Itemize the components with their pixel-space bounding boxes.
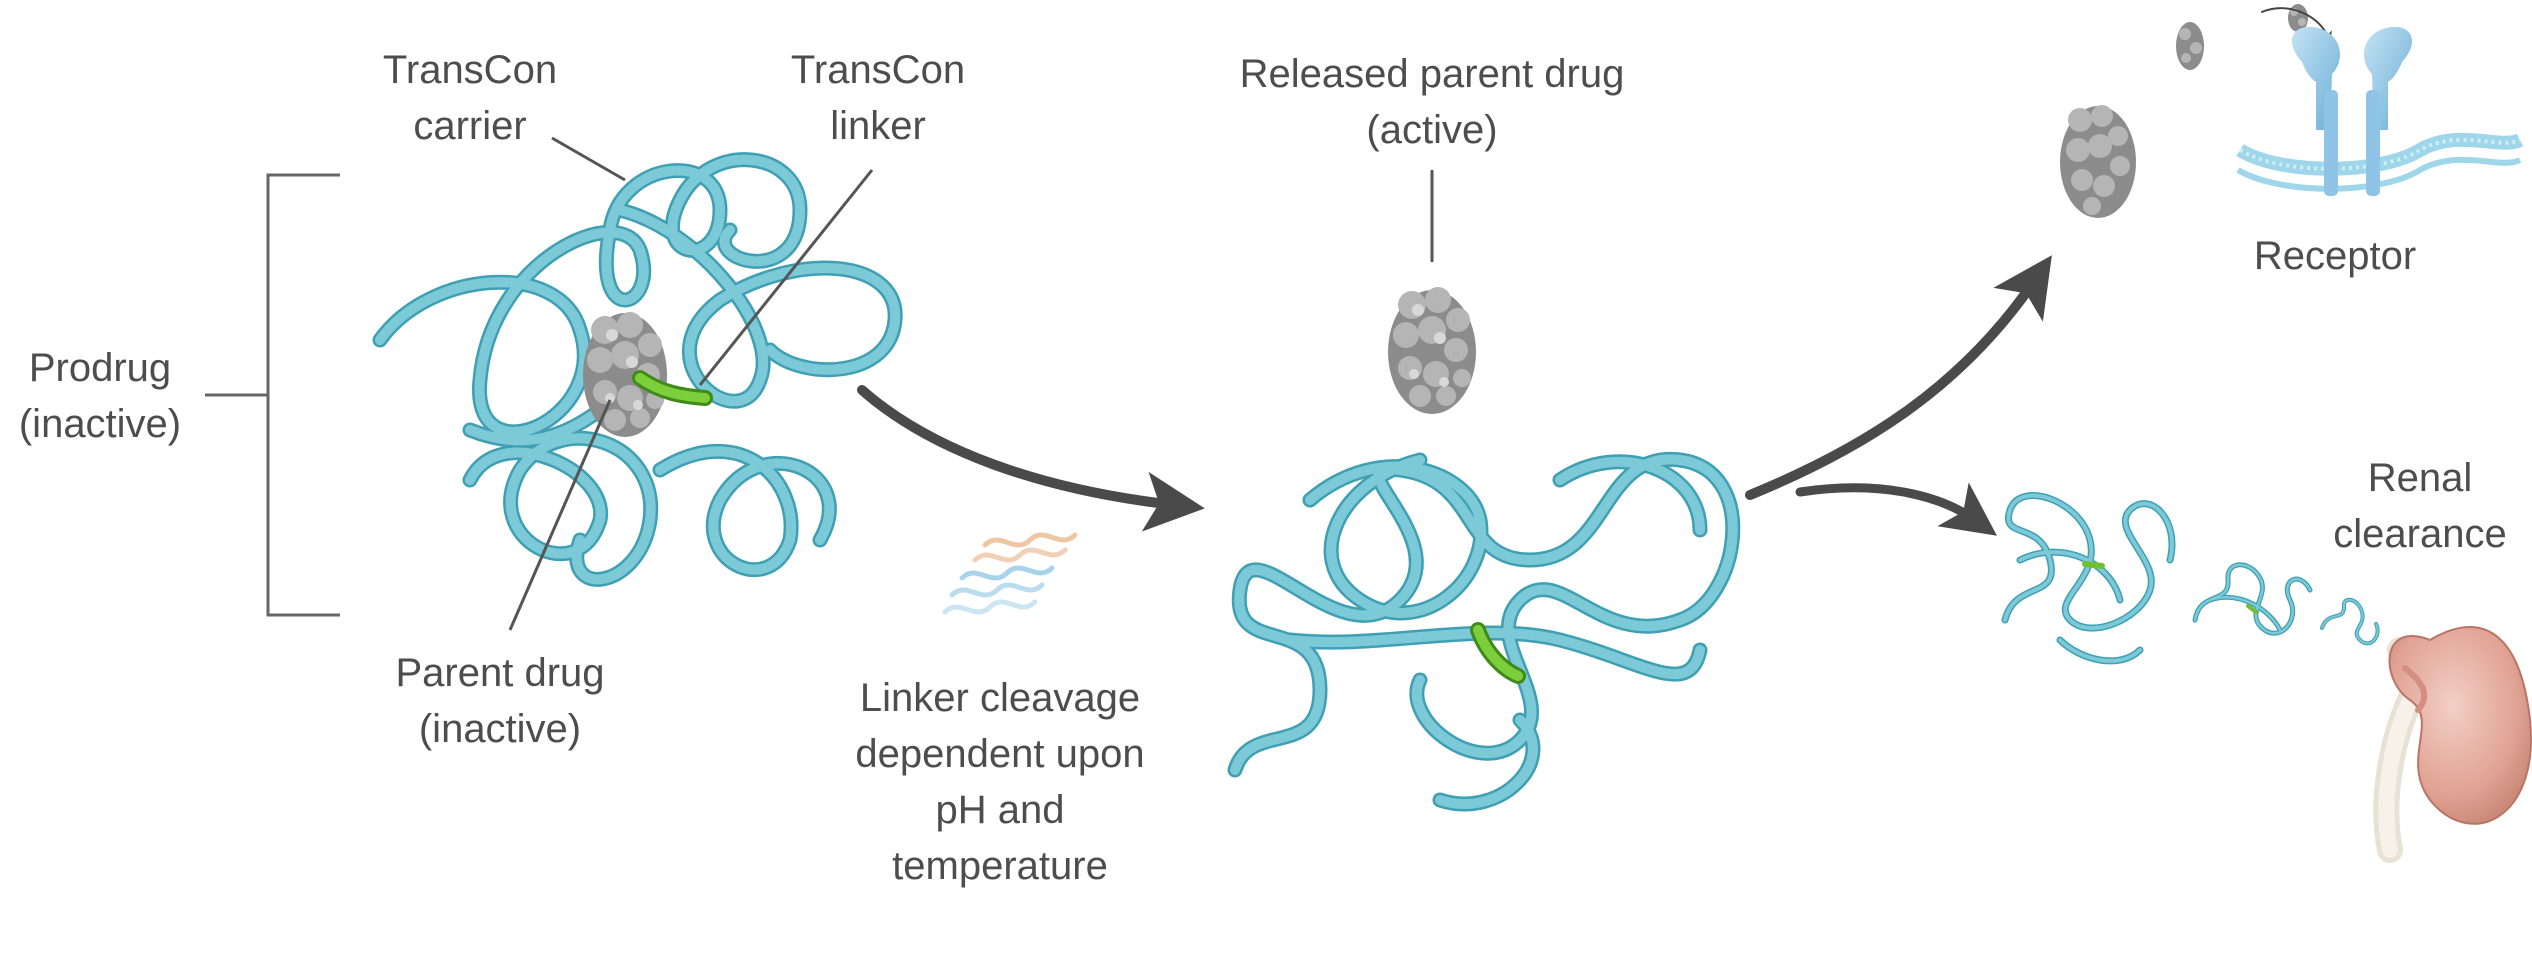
label-linker-cleavage: Linker cleavage dependent upon pH and te… [855, 676, 1145, 888]
released-parent-drug-molecule [1388, 287, 1476, 414]
released-linker [1470, 622, 1526, 684]
wave-icon [942, 532, 1078, 615]
prodrug-parent-drug-molecule [583, 312, 667, 437]
clearance-fragment-small [2320, 597, 2380, 646]
label-prodrug: Prodrug (inactive) [18, 346, 182, 446]
prodrug-bracket [205, 173, 340, 617]
label-renal-clearance: Renal clearance [2333, 456, 2507, 556]
kidney-icon [2373, 626, 2532, 863]
active-drug-molecule-large [2060, 105, 2136, 218]
label-receptor: Receptor [2253, 234, 2417, 278]
label-transcon-carrier: TransCon carrier [382, 48, 558, 148]
receptor-arrow [1745, 255, 2052, 500]
active-drug-molecule-small [2176, 22, 2204, 70]
label-released-parent-drug: Released parent drug (active) [1239, 52, 1625, 152]
renal-arrow [1795, 482, 1997, 536]
clearance-fragment-medium [2192, 562, 2313, 636]
label-parent-drug: Parent drug (inactive) [395, 651, 605, 751]
released-carrier-ribbon [1227, 451, 1741, 812]
prodrug-linker [632, 370, 713, 406]
label-transcon-linker: TransCon linker [790, 48, 966, 148]
clearance-fragment-large [2001, 492, 2176, 665]
cleavage-arrow [857, 385, 1205, 532]
receptor-icon [2236, 26, 2524, 196]
prodrug-carrier-ribbon [372, 152, 903, 587]
prodrug-callouts [508, 136, 874, 631]
